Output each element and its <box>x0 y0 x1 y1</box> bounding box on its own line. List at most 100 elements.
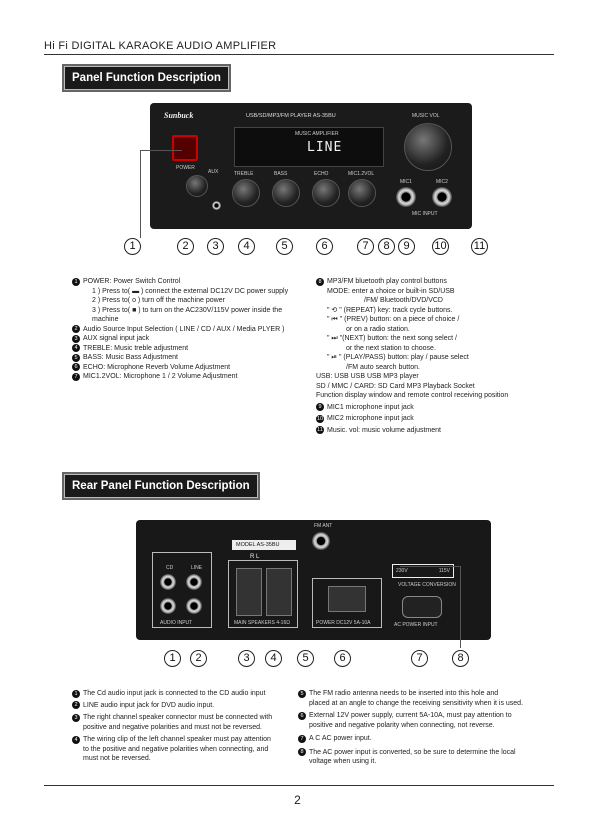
knob-label-treble: TREBLE <box>234 171 254 177</box>
front-callout: 9 <box>398 238 415 255</box>
ac-power-inlet <box>402 596 442 618</box>
item-number: 8 <box>316 277 324 286</box>
desc-item: placed at an angle to change the receivi… <box>309 699 524 707</box>
item-number: 3 <box>72 713 80 722</box>
cd-jack-bottom <box>160 598 176 614</box>
front-callout: 10 <box>432 238 449 255</box>
mic-volume-knob <box>348 179 376 207</box>
item-number: 5 <box>298 689 306 698</box>
rear-leader-line <box>400 566 460 567</box>
desc-item: 2 ) Press to( o ) turn off the machine p… <box>92 297 225 304</box>
item-number: 10 <box>316 414 324 423</box>
echo-knob <box>312 179 340 207</box>
desc-item: must not be reversed. <box>83 755 151 762</box>
desc-item: or the next station to choose. <box>346 344 436 352</box>
front-leader-line <box>140 150 141 238</box>
item-number: 4 <box>72 735 80 744</box>
source-selector-knob <box>186 175 208 197</box>
dc-power-box <box>312 578 382 628</box>
desc-item: Function display window and remote contr… <box>316 392 509 399</box>
speaker-terminal-right <box>236 568 262 616</box>
knob-label-mic-vol: MIC1.2VOL <box>348 171 375 177</box>
mic2-label: MIC2 <box>436 179 448 185</box>
item-number: 3 <box>72 334 80 343</box>
item-number: 2 <box>72 325 80 333</box>
dc-terminal <box>328 586 366 612</box>
desc-item: " ⏮ " (PREV) button: on a piece of choic… <box>327 316 460 323</box>
audio-input-label: AUDIO INPUT <box>160 620 193 626</box>
desc-item: /FM auto search button. <box>346 363 420 371</box>
model-plate: MODEL AS-35BU <box>232 540 296 550</box>
front-callout: 1 <box>124 238 141 255</box>
fm-ant-label: FM ANT <box>314 523 333 529</box>
item-number: 5 <box>72 353 80 362</box>
item-number: 1 <box>72 689 80 698</box>
footer-rule <box>44 785 554 786</box>
knob-label-bass: BASS <box>274 171 288 177</box>
item-number: 7 <box>298 734 306 743</box>
rear-callout: 7 <box>411 650 428 667</box>
line-jack-bottom <box>186 598 202 614</box>
display-readout: LINE <box>307 140 343 155</box>
rear-callout: 8 <box>452 650 469 667</box>
music-volume-knob <box>404 123 452 171</box>
item-number: 8 <box>298 748 306 756</box>
mic-input-label: MIC INPUT <box>412 211 438 217</box>
document-title: Hi Fi DIGITAL KARAOKE AUDIO AMPLIFIER <box>44 40 277 52</box>
item-number: 7 <box>72 372 80 381</box>
rl-label: R L <box>250 554 260 560</box>
cd-label: CD <box>166 565 174 571</box>
music-amp-label: MUSIC AMPLIFIER <box>295 131 339 137</box>
desc-item: USB: USB USB USB MP3 player <box>316 373 419 380</box>
desc-item: to the positive and negative polarities … <box>83 745 269 753</box>
rear-callout: 3 <box>238 650 255 667</box>
rear-callout: 1 <box>164 650 181 667</box>
desc-item: " ⏯ " (PLAY/PASS) button: play / pause s… <box>327 354 469 361</box>
front-callout: 7 <box>357 238 374 255</box>
mic1-label: MIC1 <box>400 179 412 185</box>
speaker-terminal-box <box>228 560 298 628</box>
item-number: 9 <box>316 403 324 411</box>
page-number: 2 <box>294 793 301 807</box>
desc-item: 1 ) Press to( ▬ ) connect the external D… <box>92 287 289 295</box>
rear-callout: 2 <box>190 650 207 667</box>
item-number: 4 <box>72 344 80 352</box>
header-rule <box>44 54 554 55</box>
speakers-label: MAIN SPEAKERS 4-16Ω <box>234 620 290 626</box>
mic2-jack <box>432 187 452 207</box>
cd-jack-top <box>160 574 176 590</box>
rear-panel-photo: FM ANT MODEL AS-35BU R L CD LINE AUDIO I… <box>136 520 491 640</box>
mic1-jack <box>396 187 416 207</box>
front-callout: 2 <box>177 238 194 255</box>
rear-callout: 6 <box>334 650 351 667</box>
treble-knob <box>232 179 260 207</box>
speaker-terminal-left <box>266 568 292 616</box>
voltage-label: VOLTAGE CONVERSION <box>398 582 456 588</box>
front-leader-line <box>140 150 182 151</box>
rear-callout: 5 <box>297 650 314 667</box>
fm-antenna-jack <box>312 532 330 550</box>
front-callout: 4 <box>238 238 255 255</box>
rear-section-title: Rear Panel Function Description <box>62 472 260 500</box>
desc-item: 3 ) Press to( ■ ) to turn on the AC230V/… <box>92 306 283 324</box>
front-callout: 3 <box>207 238 224 255</box>
desc-item: or on a radio station. <box>346 325 410 333</box>
